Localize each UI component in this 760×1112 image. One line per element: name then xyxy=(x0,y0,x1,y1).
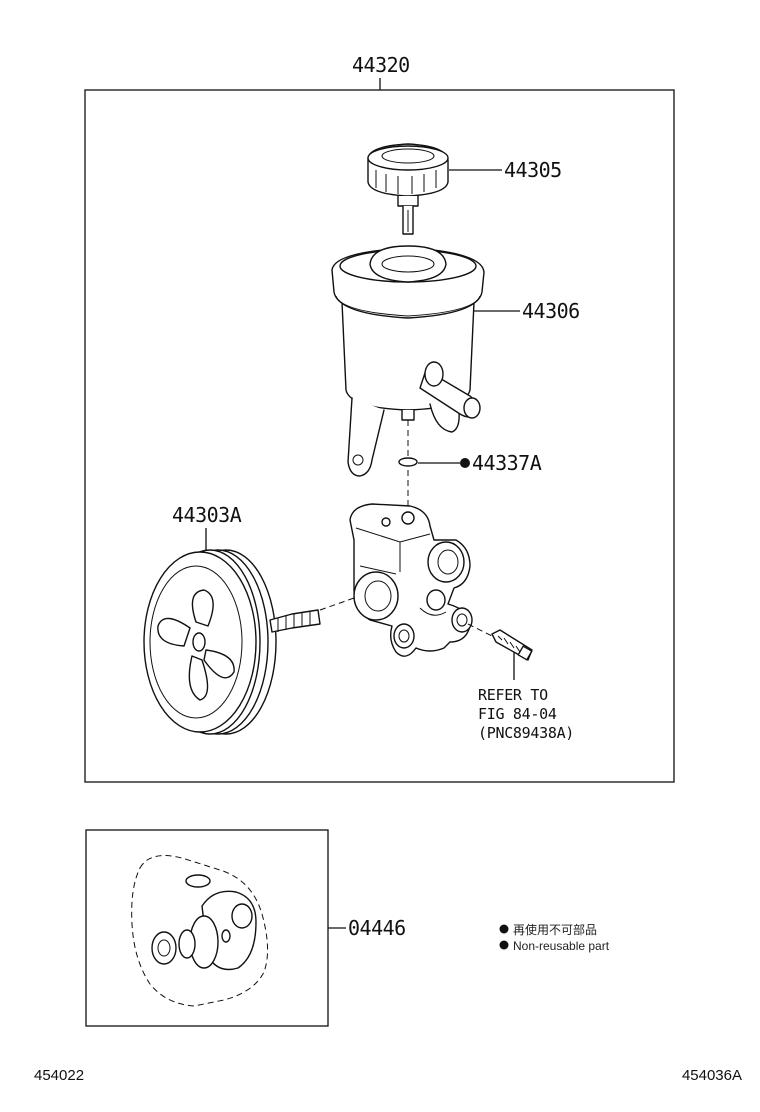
reference-line-2: FIG 84-04 xyxy=(478,705,557,723)
legend-bullet-icon xyxy=(499,924,509,934)
cap-part-number: 44305 xyxy=(504,158,562,182)
shaft-axis-line xyxy=(319,597,355,611)
footer-right-code: 454036A xyxy=(682,1067,742,1084)
switch-axis-line xyxy=(467,623,493,637)
reservoir-part-number: 44306 xyxy=(522,299,580,323)
reservoir-illustration xyxy=(331,245,485,477)
legend: 再使用不可部品 Non-reusable part xyxy=(499,922,610,953)
non-reusable-marker-icon xyxy=(460,458,470,468)
reference-line-1: REFER TO xyxy=(478,686,548,704)
pressure-switch-illustration xyxy=(491,629,533,661)
gasket-kit-illustration xyxy=(131,855,268,1007)
gasket-kit-part-number: 04446 xyxy=(348,916,406,940)
assembly-number-label: 44320 xyxy=(352,53,410,77)
reservoir-cap-illustration xyxy=(367,143,449,235)
o-ring-part-number: 44337A xyxy=(472,451,542,475)
legend-bullet-icon xyxy=(499,940,509,950)
legend-english-text: Non-reusable part xyxy=(513,939,610,953)
main-assembly-frame xyxy=(84,89,675,783)
legend-japanese-text: 再使用不可部品 xyxy=(513,922,597,937)
reference-line-3: (PNC89438A) xyxy=(478,724,574,742)
pump-body-illustration xyxy=(349,503,473,657)
footer-left-code: 454022 xyxy=(34,1067,84,1084)
o-ring-illustration xyxy=(398,457,418,467)
pulley-illustration xyxy=(143,549,321,735)
pulley-part-number: 44303A xyxy=(172,503,242,527)
